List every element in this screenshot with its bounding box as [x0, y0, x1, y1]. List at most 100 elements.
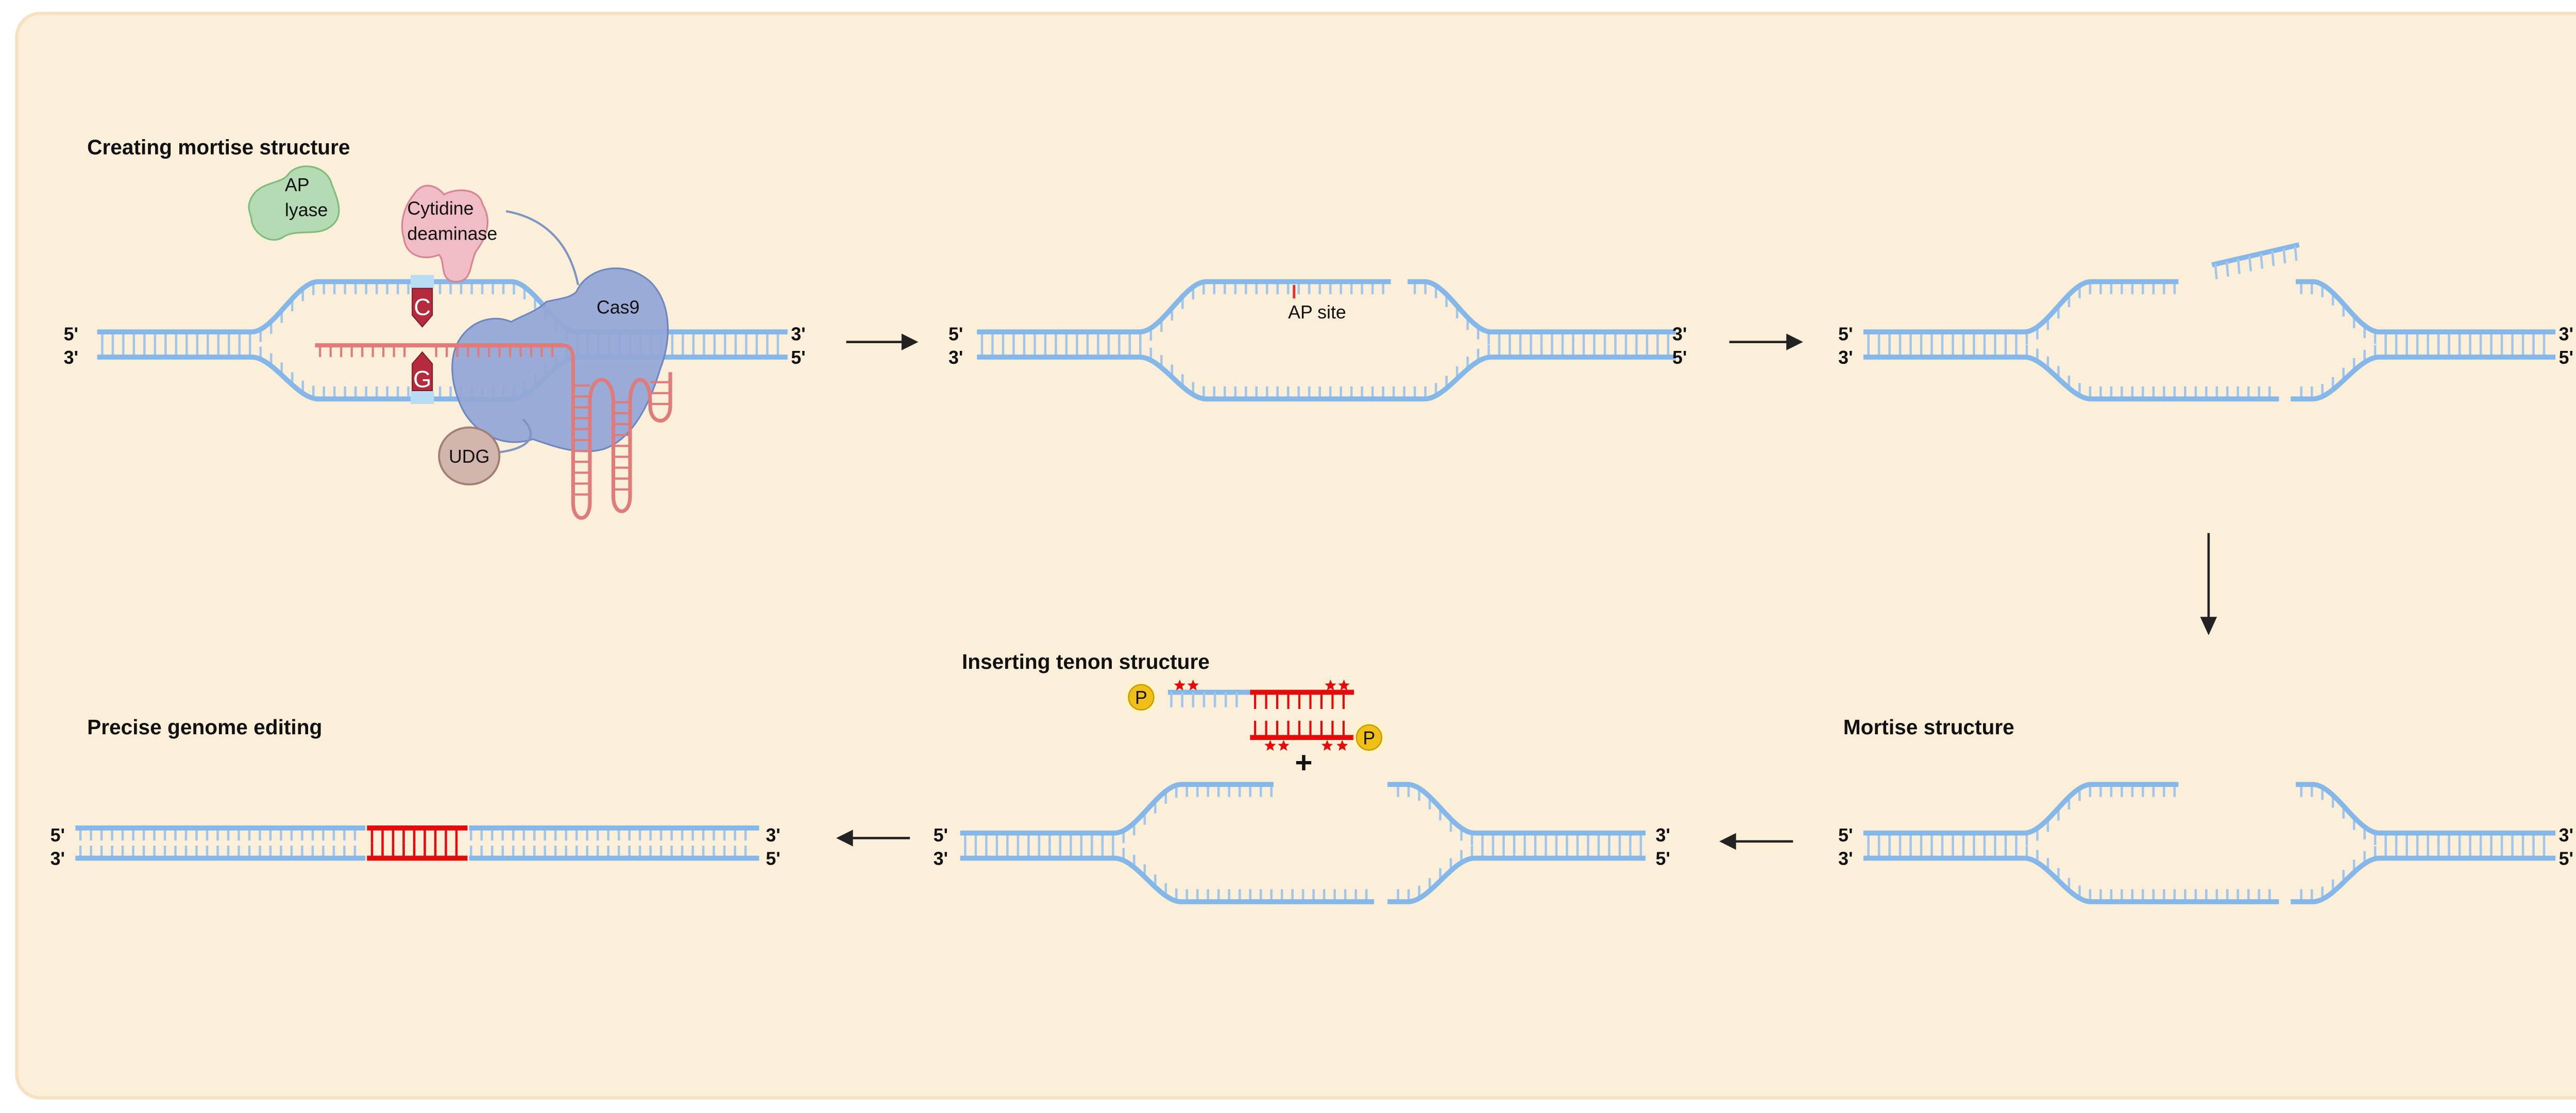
mortise-dna-bottom-strand	[1863, 846, 2556, 904]
final-tenon-bottom	[367, 843, 468, 861]
end-label-three: 3'	[1656, 825, 1670, 846]
title-precise-editing: Precise genome editing	[87, 715, 322, 739]
insert-dna-bottom-strand	[960, 846, 1646, 904]
backbone	[960, 855, 1375, 904]
cytidine-label-line1: Cytidine	[407, 198, 473, 218]
end-label-five: 5'	[1838, 324, 1853, 344]
title-creating-mortise: Creating mortise structure	[87, 135, 350, 159]
phosphate-label: P	[1363, 728, 1375, 748]
tenon-single-strand-overhang	[1168, 689, 1250, 707]
modification-star-icon	[1336, 739, 1348, 751]
backbone	[2291, 355, 2556, 402]
end-label-three: 3'	[948, 347, 963, 368]
cytidine-deaminase: Cytidine deaminase	[401, 184, 497, 283]
backbone	[1387, 782, 1646, 836]
mortise-dna-top-strand	[1863, 782, 2556, 846]
udg-linker	[496, 418, 532, 454]
base-g-marker: G	[410, 351, 434, 404]
phosphate-left: P	[1125, 681, 1157, 714]
base-pair-rung	[2236, 259, 2241, 274]
tenon-structure: PP	[1125, 679, 1385, 754]
base-pair-rung	[2271, 250, 2275, 266]
backbone	[1863, 855, 2279, 904]
backbone	[1863, 355, 2279, 402]
arrow-mortise-to-insert	[1719, 833, 1793, 850]
step3-dna-bottom-strand	[1863, 344, 2556, 402]
end-label-three: 3'	[934, 848, 948, 869]
tenon-duplex	[1250, 689, 1354, 740]
backbone	[97, 279, 788, 335]
end-label-three: 3'	[2559, 324, 2573, 344]
phosphate-right: P	[1353, 721, 1385, 754]
modification-star-icon	[1321, 739, 1333, 751]
udg: UDG	[438, 426, 501, 486]
end-label-five: 5'	[766, 848, 780, 869]
backbone	[1863, 279, 2179, 335]
end-label-three: 3'	[50, 848, 65, 869]
end-label-three: 3'	[1672, 324, 1687, 344]
base-pair-rung	[2225, 261, 2229, 277]
base-pair-rung	[2214, 264, 2218, 280]
backbone	[97, 355, 788, 402]
end-label-three: 3'	[1838, 848, 1853, 869]
ap-lyase-label-line1: AP	[285, 175, 310, 195]
overlay-layer	[315, 343, 672, 520]
end-label-three: 3'	[1838, 347, 1853, 368]
insert-dna-top-strand	[960, 782, 1646, 846]
base-c-marker: C	[410, 275, 434, 328]
background-panel	[15, 11, 2576, 1100]
ap-site-label: AP site	[1288, 302, 1346, 323]
backbone	[977, 279, 1391, 335]
end-label-three: 3'	[2559, 825, 2573, 846]
modification-star-icon	[1338, 679, 1350, 690]
end-label-five: 5'	[2559, 848, 2573, 869]
phosphate-label: P	[1135, 687, 1147, 708]
end-label-five: 5'	[1838, 825, 1853, 846]
base-pair-rung	[2248, 256, 2252, 272]
end-label-five: 5'	[50, 825, 65, 846]
cas9-label: Cas9	[597, 297, 639, 317]
arrow-insert-to-final	[836, 830, 910, 847]
end-label-five: 5'	[64, 324, 78, 344]
end-labels: 5'3'3'5'5'3'3'5'5'3'3'5'5'3'3'5'5'3'3'5'…	[50, 324, 2573, 869]
end-label-five: 5'	[934, 825, 948, 846]
modification-star-icon	[1264, 739, 1276, 751]
step1-dna-top-strand	[97, 279, 788, 345]
step2-dna-top-strand	[977, 279, 1676, 345]
modification-star-icon	[1187, 679, 1199, 690]
final-tenon-top	[367, 825, 468, 844]
dna-layer	[75, 242, 2556, 904]
backbone	[1387, 855, 1646, 904]
cytidine-label-line2: deaminase	[407, 223, 497, 244]
arrow-step2-to-step3	[1729, 333, 1803, 350]
title-mortise-structure: Mortise structure	[1843, 715, 2014, 739]
backbone	[960, 782, 1274, 836]
arrow-step3-to-mortise	[2200, 533, 2217, 635]
end-label-five: 5'	[1656, 848, 1670, 869]
base-pair-rung	[2260, 253, 2264, 269]
end-label-five: 5'	[791, 347, 805, 368]
final-dna-top-strand	[75, 825, 759, 841]
final-dna-bottom-strand	[75, 846, 759, 861]
modification-star-icon	[1325, 679, 1336, 690]
end-label-five: 5'	[2559, 347, 2573, 368]
end-label-five: 5'	[948, 324, 963, 344]
step2-dna-bottom-strand	[977, 344, 1676, 402]
end-label-five: 5'	[1672, 347, 1687, 368]
backbone	[2295, 279, 2556, 335]
released-fragment	[2211, 242, 2300, 280]
base-c-label: C	[414, 294, 431, 321]
modification-star-icon	[1174, 679, 1185, 690]
base-pair-rung	[2294, 245, 2298, 261]
step3-dna-top-strand	[1863, 279, 2556, 345]
cytidine-linker	[505, 210, 580, 285]
title-inserting-tenon: Inserting tenon structure	[962, 650, 1210, 673]
base-g-label: G	[413, 366, 431, 392]
end-label-three: 3'	[791, 324, 805, 344]
arrow-step1-to-step2	[846, 333, 919, 350]
base-pair-rung	[2282, 248, 2286, 264]
end-label-three: 3'	[766, 825, 780, 846]
ap-lyase: AP lyase	[248, 165, 340, 241]
plus-sign: +	[1295, 746, 1312, 780]
